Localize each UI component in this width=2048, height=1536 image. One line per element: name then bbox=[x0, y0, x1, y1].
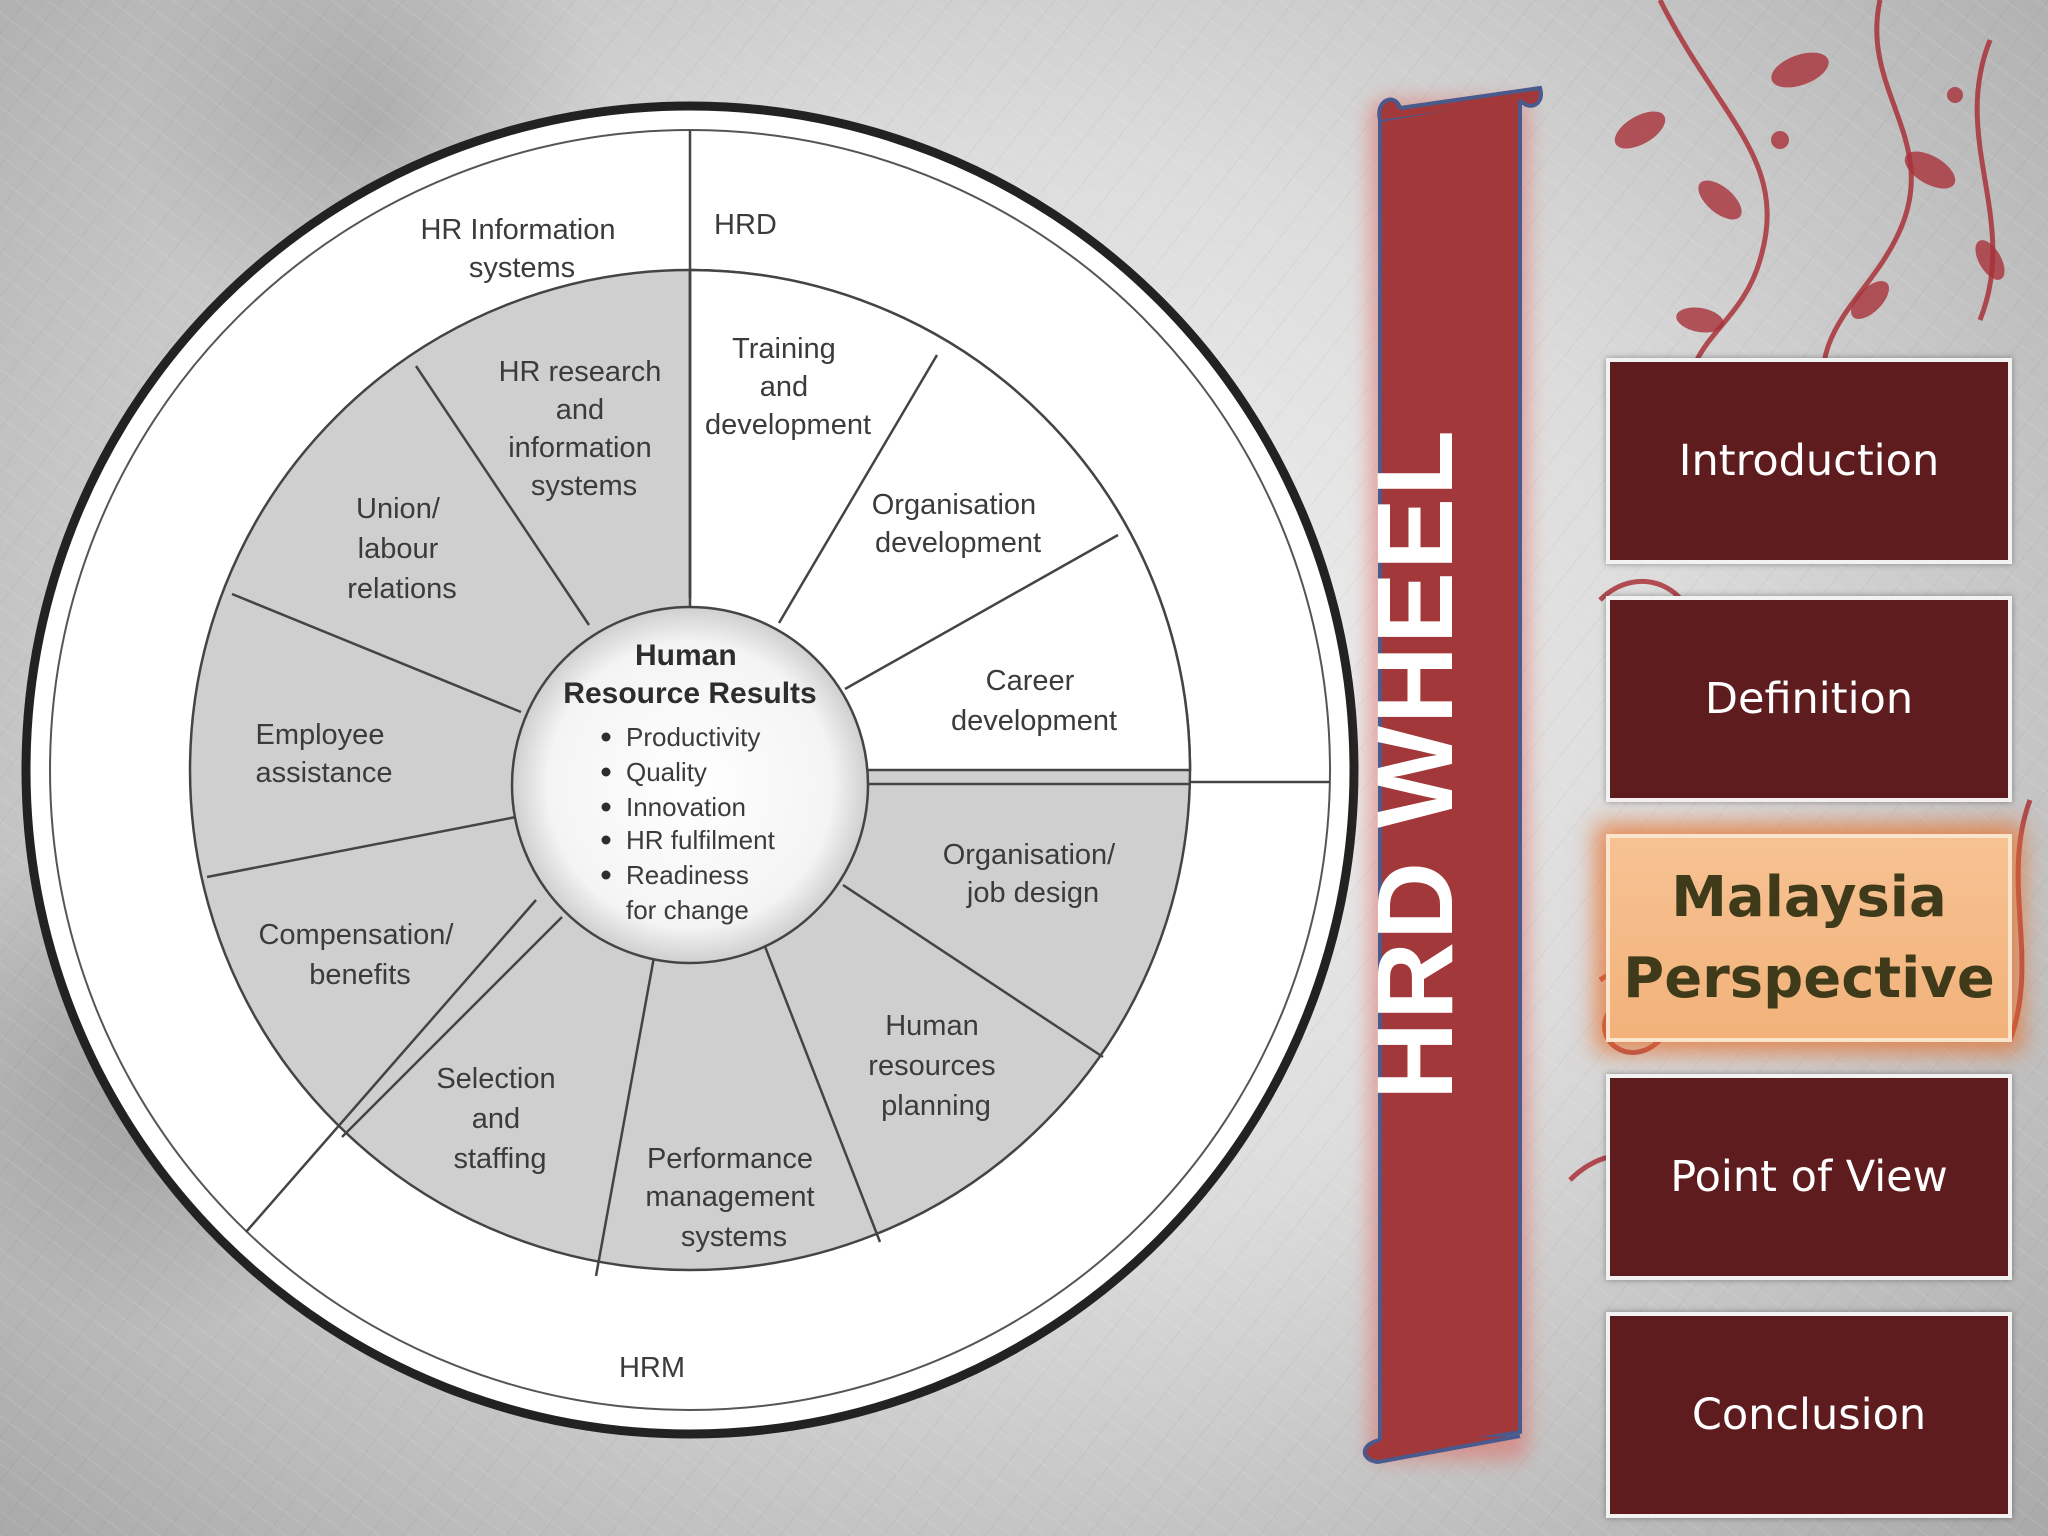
segment-line: Union/ bbox=[356, 493, 441, 525]
segment-line: staffing bbox=[454, 1143, 547, 1175]
nav-button-definition[interactable]: Definition bbox=[1606, 596, 2012, 802]
segment-line: Compensation/ bbox=[258, 919, 454, 951]
nav-label-malaysia-perspective: Malaysia Perspective bbox=[1623, 857, 1995, 1019]
segment-line: development bbox=[705, 409, 871, 441]
center-title-line: Human bbox=[635, 639, 737, 672]
segment-employee-assistance: Employee assistance bbox=[255, 719, 392, 789]
segment-line: development bbox=[951, 705, 1117, 737]
outer-label-hrd: HRD bbox=[714, 209, 777, 241]
center-bullet-list bbox=[601, 732, 611, 880]
segment-line: relations bbox=[347, 573, 457, 605]
bullet-dot bbox=[601, 767, 611, 777]
segment-line: benefits bbox=[309, 959, 411, 991]
nav-button-conclusion[interactable]: Conclusion bbox=[1606, 1312, 2012, 1518]
segment-line: HR research bbox=[499, 356, 662, 388]
segment-line: job design bbox=[966, 877, 1099, 909]
segment-hr-planning: Human resources planning bbox=[868, 1010, 1003, 1122]
bullet-item: Readiness bbox=[626, 860, 749, 890]
segment-line: Human bbox=[885, 1010, 979, 1042]
segment-hr-research: HR research and information systems bbox=[499, 356, 670, 502]
banner-title: HRD WHEEL bbox=[1354, 428, 1475, 1100]
segment-selection-staffing: Selection and staffing bbox=[436, 1063, 563, 1175]
segment-line: resources bbox=[868, 1050, 995, 1082]
banner-top-curl bbox=[1377, 85, 1543, 121]
bullet-item: Innovation bbox=[626, 792, 746, 822]
segment-line: planning bbox=[881, 1090, 991, 1122]
segment-line: Performance bbox=[647, 1143, 813, 1175]
bullet-item: Quality bbox=[626, 757, 707, 787]
hrd-wheel-diagram: HR Information systems HRD HRM Training … bbox=[21, 101, 1359, 1439]
segment-performance-management: Performance management systems bbox=[645, 1143, 822, 1253]
bullet-dot bbox=[601, 835, 611, 845]
segment-line: Career bbox=[986, 665, 1075, 697]
segment-line: information bbox=[508, 432, 651, 464]
segment-training: Training and development bbox=[705, 333, 871, 441]
segment-career-development: Career development bbox=[951, 665, 1117, 737]
segment-line: Organisation/ bbox=[943, 839, 1116, 871]
bullet-item: Productivity bbox=[626, 722, 760, 752]
center-title-line: Resource Results bbox=[563, 677, 816, 710]
outer-label-line: systems bbox=[469, 252, 575, 284]
segment-line: labour bbox=[358, 533, 439, 565]
center-circle bbox=[510, 605, 870, 965]
outer-label-hrm: HRM bbox=[619, 1352, 685, 1384]
segment-line: and bbox=[472, 1103, 520, 1135]
nav-label-introduction: Introduction bbox=[1678, 436, 1940, 486]
bullet-item-continuation: for change bbox=[626, 895, 749, 925]
center-title: Human Resource Results bbox=[563, 639, 816, 710]
banner-bottom-curl bbox=[1362, 1434, 1521, 1465]
nav-label-conclusion: Conclusion bbox=[1691, 1390, 1927, 1440]
segment-dividers bbox=[206, 130, 1330, 1277]
segment-line: systems bbox=[531, 470, 637, 502]
nav-button-introduction[interactable]: Introduction bbox=[1606, 358, 2012, 564]
hrd-wheel-banner: HRD WHEEL bbox=[1354, 85, 1543, 1465]
center-bullets: Productivity Quality Innovation HR fulfi… bbox=[626, 722, 782, 925]
segment-line: Training bbox=[732, 333, 836, 365]
segment-line: development bbox=[875, 527, 1041, 559]
hrd-sector bbox=[688, 268, 1192, 772]
segment-line: assistance bbox=[255, 757, 392, 789]
segment-organisation-development: Organisation development bbox=[872, 489, 1045, 559]
segment-compensation-benefits: Compensation/ benefits bbox=[258, 919, 461, 991]
outer-label-hr-info-systems: HR Information systems bbox=[420, 214, 623, 284]
nav-label-line: Perspective bbox=[1623, 946, 1995, 1011]
nav-label-line: Malaysia bbox=[1671, 864, 1947, 930]
segment-line: Organisation bbox=[872, 489, 1036, 521]
segment-line: management bbox=[645, 1181, 814, 1213]
nav-label-point-of-view: Point of View bbox=[1670, 1152, 1948, 1202]
bullet-item: HR fulfilment bbox=[626, 825, 776, 855]
segment-line: and bbox=[760, 371, 808, 403]
bullet-dot bbox=[601, 870, 611, 880]
segment-union-labour: Union/ labour relations bbox=[347, 493, 457, 605]
segment-line: and bbox=[556, 394, 604, 426]
bullet-dot bbox=[601, 732, 611, 742]
nav-label-definition: Definition bbox=[1704, 674, 1914, 724]
outer-label-line: HR Information bbox=[420, 214, 615, 246]
segment-line: systems bbox=[681, 1221, 787, 1253]
segment-organisation-job-design: Organisation/ job design bbox=[943, 839, 1124, 909]
nav-button-point-of-view[interactable]: Point of View bbox=[1606, 1074, 2012, 1280]
bullet-dot bbox=[601, 802, 611, 812]
nav-button-malaysia-perspective[interactable]: Malaysia Perspective bbox=[1606, 834, 2012, 1042]
segment-line: Employee bbox=[255, 719, 384, 751]
segment-line: Selection bbox=[436, 1063, 555, 1095]
